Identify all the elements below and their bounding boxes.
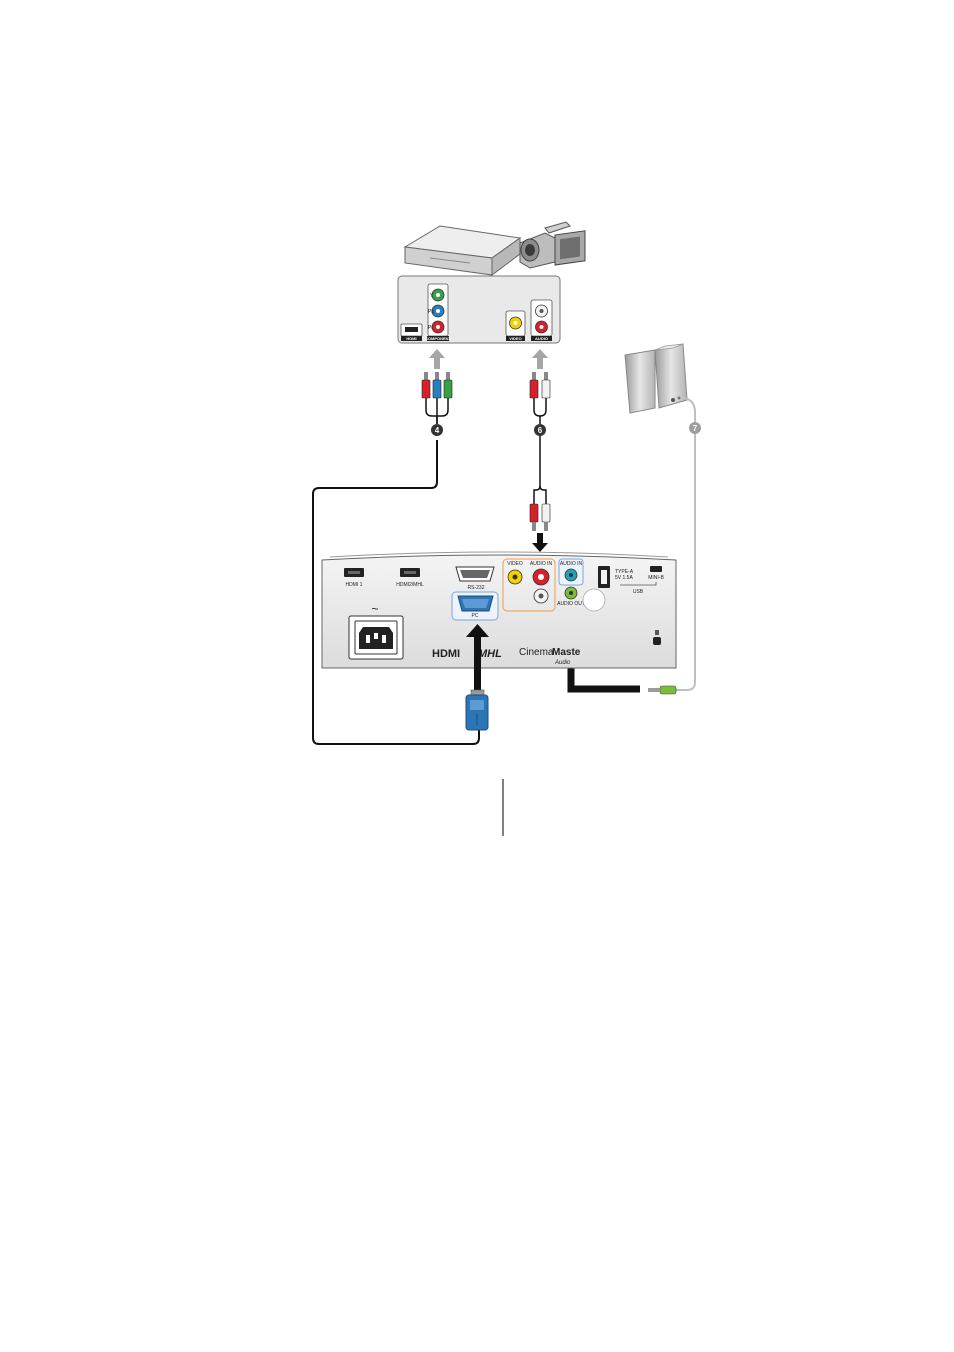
component-cable: 4 — [312, 372, 480, 745]
source-panel: HDMI Y Pb Pr COMPONENT VIDEO AUDIO — [397, 275, 561, 344]
usb-type-a-port: TYPE-A 5V 1.5A — [598, 566, 634, 588]
cinema-logo-light: Cinema — [519, 647, 554, 658]
callout-7: 7 — [689, 422, 701, 434]
cinema-logo-bold: Maste — [552, 647, 581, 658]
audio-cable: 6 — [529, 372, 551, 552]
vga-cable — [465, 624, 489, 731]
hdmi1-port: HDMI 1 — [344, 568, 364, 588]
rs232-port: RS-232 — [455, 566, 495, 591]
audio-in-out-group: AUDIO IN AUDIO OUT — [557, 558, 585, 607]
audio-plug-bottom-white — [541, 503, 551, 531]
type-a-label: TYPE-A — [615, 569, 634, 575]
source-audio-label: AUDIO — [535, 336, 548, 341]
kensington-lock-icon — [653, 630, 661, 645]
source-hdmi-label: HDMI — [406, 336, 416, 341]
source-component-label: COMPONENT — [425, 336, 452, 341]
video-audio-group: VIDEO AUDIO IN — [502, 558, 556, 612]
callout-7-label: 7 — [693, 424, 698, 433]
ac-symbol: ~ — [371, 602, 378, 616]
hdmi2-mhl-port: HDMI2/MHL — [396, 568, 424, 588]
audio-in-lr-label: AUDIO IN — [530, 561, 553, 567]
cinema-logo-sub: Audio — [554, 660, 571, 666]
callout-4-label: 4 — [435, 426, 440, 435]
input-arrow-audio — [532, 349, 548, 369]
speakers-icon — [624, 343, 688, 414]
projector-rear-panel: HDMI 1 HDMI2/MHL RS-232 PC VIDEO AUDI — [321, 551, 677, 669]
vga-plug — [465, 689, 489, 731]
component-plug-red — [421, 372, 431, 399]
audio-plug-top-red — [529, 372, 539, 399]
pc-vga-port: PC — [451, 591, 499, 621]
callout-4: 4 — [431, 424, 443, 436]
callout-6-label: 6 — [538, 426, 543, 435]
component-pb-label: Pb — [428, 309, 434, 315]
mini-b-label: MINI-B — [648, 575, 664, 581]
hdmi-logo: HDMI — [432, 648, 460, 660]
mhl-logo: MHL — [478, 648, 502, 660]
speaker-cable: 7 — [648, 397, 701, 695]
rs232-label: RS-232 — [468, 585, 485, 591]
component-plug-green — [443, 372, 453, 399]
hdmi1-label: HDMI 1 — [346, 582, 363, 588]
usb-mini-b-port: MINI-B USB — [620, 566, 664, 595]
component-plug-blue — [432, 372, 442, 399]
type-a-power-label: 5V 1.5A — [615, 575, 633, 581]
ir-sensor — [582, 588, 606, 612]
ac-power-inlet: ~ — [348, 602, 404, 660]
video-label: VIDEO — [507, 561, 523, 567]
camcorder-icon — [519, 221, 586, 269]
dvd-player-icon — [403, 225, 522, 276]
component-y-label: Y — [430, 293, 434, 299]
hdmi2-label: HDMI2/MHL — [396, 582, 424, 588]
audio-plug-bottom-red — [529, 503, 539, 531]
audio-in-label: AUDIO IN — [560, 561, 583, 567]
pc-label: PC — [472, 613, 479, 619]
callout-6: 6 — [534, 424, 546, 436]
source-video-label: VIDEO — [509, 336, 521, 341]
usb-label: USB — [633, 589, 644, 595]
speaker-jack-plug — [648, 685, 677, 695]
input-arrow-component — [429, 349, 445, 369]
brand-logos: HDMI MHL Cinema Maste Audio — [432, 647, 581, 666]
audio-out-label: AUDIO OUT — [557, 601, 585, 607]
audio-plug-top-white — [541, 372, 551, 399]
component-pr-label: Pr — [428, 325, 433, 331]
